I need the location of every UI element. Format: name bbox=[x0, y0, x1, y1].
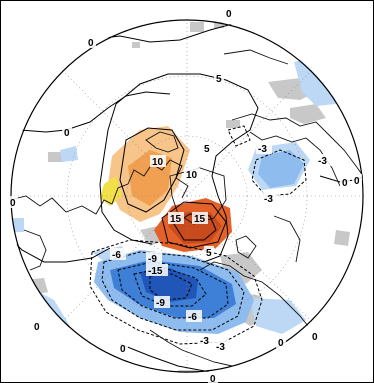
contour-label-bottom-0a: 0 bbox=[120, 344, 126, 355]
contour-label-mid-5b: 5 bbox=[206, 248, 212, 259]
contour-label-upper-5: 5 bbox=[216, 74, 222, 85]
contour-label-lower-left-0: 0 bbox=[34, 322, 40, 333]
contour-label-neg-15: -15 bbox=[148, 266, 163, 277]
contour-label-bg bbox=[214, 72, 224, 84]
contour-label-neg-9b: -9 bbox=[156, 298, 165, 309]
contour-label-east-neg-3: -3 bbox=[318, 156, 327, 167]
contour-label-bg bbox=[146, 252, 162, 264]
contour-label-bg bbox=[262, 192, 278, 204]
contour-label-bg bbox=[256, 142, 272, 154]
contour-fifteen bbox=[173, 213, 217, 241]
contour-label-bg bbox=[204, 246, 214, 258]
contour-label-bg bbox=[118, 342, 128, 354]
contour-label-left-0: 0 bbox=[64, 128, 70, 139]
contour-label-bg bbox=[86, 36, 96, 48]
sig-patch bbox=[334, 230, 350, 246]
negative-contours bbox=[89, 125, 307, 345]
sig-patch bbox=[290, 104, 326, 124]
contour-label-bg bbox=[340, 176, 350, 188]
sig-patch bbox=[226, 120, 240, 128]
contour-label-pos-10b: 10 bbox=[186, 170, 198, 181]
contour-label-bg bbox=[316, 154, 332, 166]
sig-patch bbox=[214, 20, 224, 28]
sig-patch bbox=[190, 22, 204, 32]
contour-label-neg-3c: -3 bbox=[200, 336, 209, 347]
contour-neg-three-asia bbox=[251, 149, 307, 197]
contour-label-bg bbox=[276, 336, 286, 348]
contour-label-right-0b: 0 bbox=[354, 176, 360, 187]
contour-label-bg bbox=[32, 320, 42, 332]
contour-label-neg-6: -6 bbox=[112, 250, 121, 261]
contour-label-bottom-0b: 0 bbox=[210, 374, 216, 383]
contour-label-bg bbox=[154, 296, 170, 308]
contour-label-bottom-0d: 0 bbox=[312, 332, 318, 343]
neg-light-patch bbox=[250, 298, 306, 334]
contour-label-right-0: 0 bbox=[342, 178, 348, 189]
contour-neg-fifteen bbox=[149, 273, 193, 301]
contour-label-pos-15b: 15 bbox=[194, 214, 206, 225]
contour-label-bg bbox=[150, 155, 166, 167]
contour-label-upper-left-0: 0 bbox=[88, 38, 94, 49]
yellow-region bbox=[100, 176, 122, 206]
contour-label-top-0: 0 bbox=[226, 9, 232, 20]
contour-label-bg bbox=[146, 264, 168, 276]
contour-label-bg bbox=[352, 174, 362, 186]
contour-label-neg-9a: -9 bbox=[148, 254, 157, 265]
contour-zero bbox=[19, 91, 171, 133]
contour-label-bg bbox=[186, 310, 202, 322]
atlantic-negative-anomaly bbox=[94, 250, 254, 334]
contour-label-bg bbox=[192, 212, 208, 224]
sig-patch bbox=[132, 42, 140, 48]
contour-five bbox=[115, 73, 259, 263]
neg-light-patch bbox=[60, 146, 78, 162]
contour-neg-twelve bbox=[133, 267, 207, 307]
contour-neg-nine bbox=[117, 261, 229, 319]
contour-label-neg-3d: -3 bbox=[216, 342, 225, 353]
contour-label-bottom-0c: 0 bbox=[278, 338, 284, 349]
contour-label-bg bbox=[208, 372, 218, 383]
neg-core-region bbox=[140, 268, 198, 302]
contour-label-bg bbox=[198, 334, 214, 346]
contour-label-bg bbox=[214, 340, 230, 352]
contour-label-bg bbox=[62, 126, 72, 138]
contour-neg-six bbox=[101, 251, 245, 331]
contour-label-neg-3a: -3 bbox=[258, 144, 267, 155]
contour-label-neg-6b: -6 bbox=[188, 312, 197, 323]
neg-mid-patch bbox=[258, 150, 304, 188]
sig-patch bbox=[48, 152, 62, 162]
contour-zero bbox=[10, 235, 111, 263]
contour-label-bg bbox=[310, 330, 320, 342]
contour-label-mid-5: 5 bbox=[204, 144, 210, 155]
contour-label-bg bbox=[202, 142, 212, 154]
contour-label-bg bbox=[110, 248, 126, 260]
contour-five bbox=[99, 103, 153, 245]
contour-label-neg-3b: -3 bbox=[264, 194, 273, 205]
contour-label-bg bbox=[168, 212, 184, 224]
contour-neg-small bbox=[227, 125, 251, 147]
contour-label-bg bbox=[224, 7, 234, 19]
contour-label-pos-10a: 10 bbox=[152, 157, 164, 168]
contour-ten bbox=[119, 127, 185, 213]
contour-label-left-0b: 0 bbox=[10, 198, 16, 209]
contour-label-bg bbox=[184, 168, 200, 180]
contour-label-bg bbox=[8, 196, 18, 208]
contour-label-pos-15a: 15 bbox=[170, 214, 182, 225]
